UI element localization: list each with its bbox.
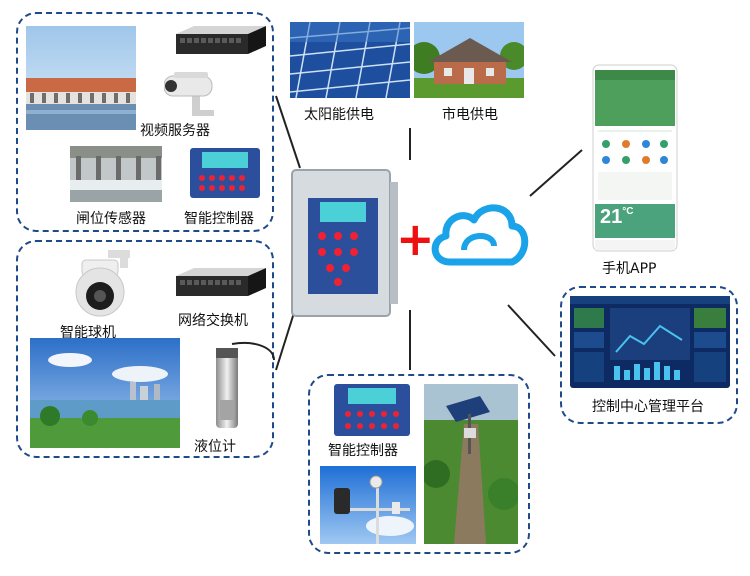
house-icon (414, 22, 524, 98)
mobile-app-label: 手机APP (602, 261, 657, 277)
phone-temperature-unit: °C (622, 206, 634, 217)
smart-controller-left-label: 智能控制器 (184, 211, 254, 227)
cloud-icon (428, 196, 530, 272)
grid-power-label: 市电供电 (442, 107, 498, 123)
cctv-camera-icon (164, 66, 226, 118)
network-switch-icon (176, 266, 266, 302)
level-sensor-icon (196, 340, 276, 436)
solar-power-label: 太阳能供电 (304, 107, 374, 123)
solar-panel-icon (290, 22, 410, 98)
field-equipment-group (308, 374, 530, 554)
field-solar-photo (424, 384, 518, 544)
camera-level-group (16, 240, 274, 458)
phone-temperature: 21°C (600, 206, 633, 229)
dam-photo (26, 26, 136, 130)
gate-photo (70, 146, 162, 202)
network-switch-label: 网络交换机 (178, 313, 248, 329)
control-cabinet-icon (290, 168, 400, 318)
smart-controller-bottom-label: 智能控制器 (328, 443, 398, 459)
smartphone-icon (592, 64, 678, 252)
plus-icon: + (396, 212, 435, 266)
weather-station-icon (320, 466, 416, 544)
control-platform-label: 控制中心管理平台 (592, 399, 704, 415)
platform-group (560, 286, 738, 424)
video-server-label: 视频服务器 (140, 123, 210, 139)
lake-photo (30, 338, 180, 448)
dashboard-monitor-icon (570, 296, 730, 388)
phone-temperature-value: 21 (600, 206, 623, 228)
video-gate-group (16, 12, 274, 232)
gate-sensor-label: 闸位传感器 (76, 211, 146, 227)
control-box-icon (190, 148, 260, 198)
control-box-icon (334, 384, 410, 436)
network-switch-icon (176, 24, 266, 60)
smart-dome-camera-label: 智能球机 (60, 325, 116, 341)
dome-camera-icon (70, 246, 132, 320)
level-gauge-label: 液位计 (194, 439, 236, 455)
